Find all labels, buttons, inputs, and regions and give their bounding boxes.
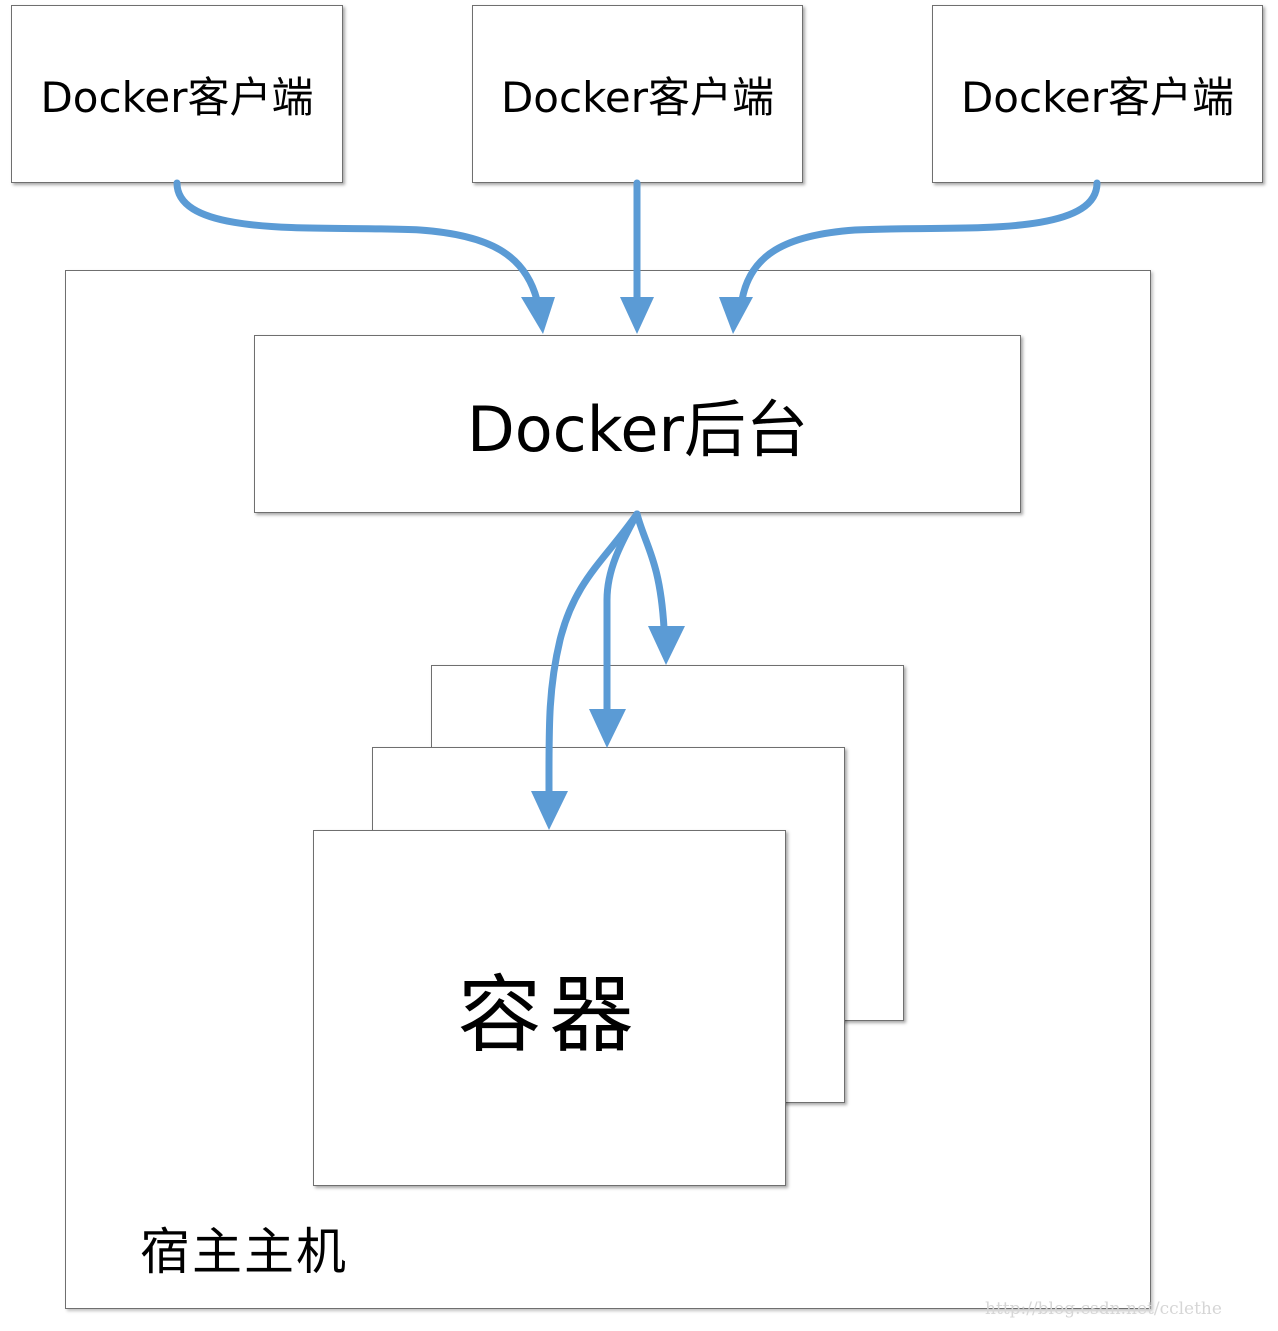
docker-daemon-label: Docker后台: [466, 393, 809, 466]
host-machine-label: 宿主主机: [140, 1223, 348, 1281]
container-box-front: 容器: [313, 830, 786, 1186]
container-label: 容器: [457, 965, 642, 1064]
docker-client-label-2: Docker客户端: [500, 72, 775, 122]
docker-client-label-3: Docker客户端: [960, 72, 1235, 122]
docker-client-box-2: Docker客户端: [472, 5, 803, 183]
docker-daemon-box: Docker后台: [254, 335, 1021, 513]
docker-client-box-1: Docker客户端: [11, 5, 343, 183]
docker-client-box-3: Docker客户端: [932, 5, 1263, 183]
watermark: http://blog.csdn.net/cclethe: [985, 1299, 1222, 1319]
docker-client-label-1: Docker客户端: [40, 72, 314, 122]
